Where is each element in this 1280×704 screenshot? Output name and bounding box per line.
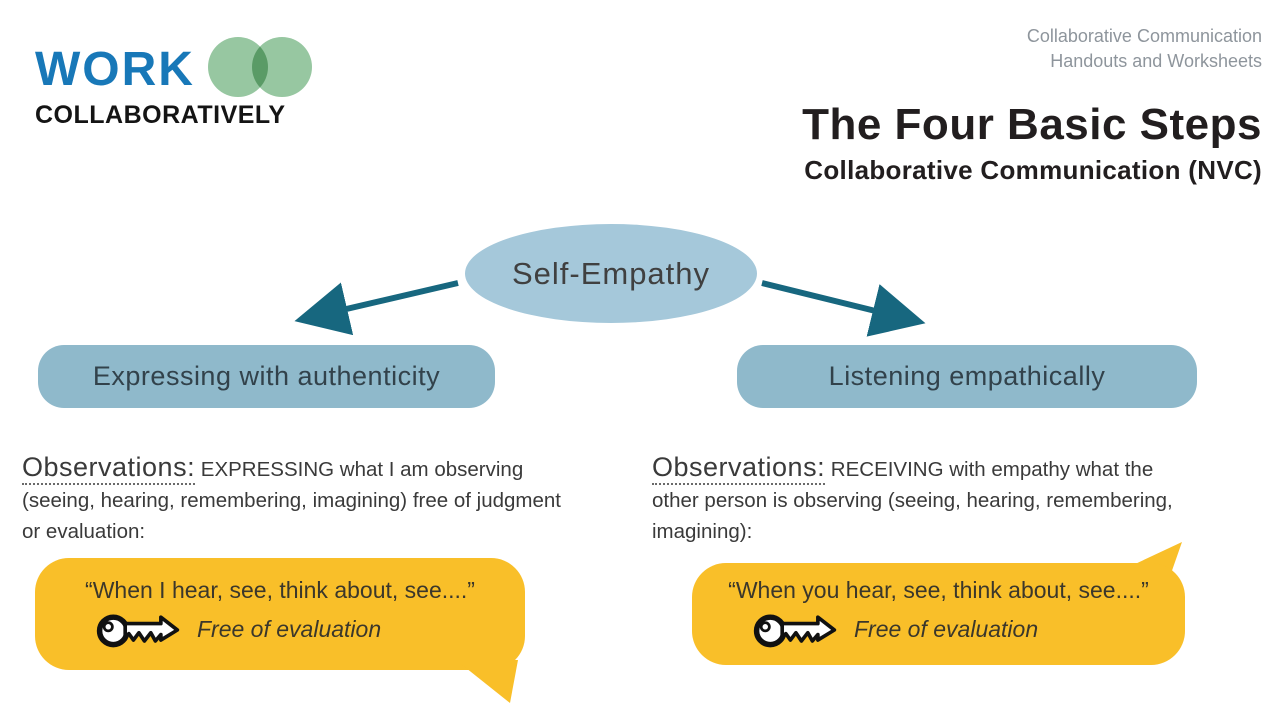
observations-right-text: RECEIVING with empathy what the other pe… bbox=[652, 458, 1173, 543]
observations-left-label: Observations: bbox=[22, 452, 196, 485]
right-bubble-note: Free of evaluation bbox=[854, 616, 1039, 642]
observations-right-label: Observations: bbox=[652, 452, 826, 485]
page-subtitle: Collaborative Communication (NVC) bbox=[804, 155, 1262, 185]
arrow-to-right-node bbox=[761, 280, 926, 337]
observations-left-paragraph: Observations: EXPRESSING what I am obser… bbox=[22, 452, 572, 547]
right-bubble-quote: “When you hear, see, think about, see...… bbox=[728, 576, 1149, 603]
self-empathy-node: Self-Empathy bbox=[465, 224, 757, 323]
left-bubble-note: Free of evaluation bbox=[197, 616, 382, 642]
self-empathy-label: Self-Empathy bbox=[511, 255, 711, 291]
header-line-2: Handouts and Worksheets bbox=[1050, 51, 1262, 71]
key-icon bbox=[753, 613, 837, 647]
left-bubble-quote: “When I hear, see, think about, see....” bbox=[85, 576, 475, 603]
work-collaboratively-logo: WORK COLLABORATIVELY bbox=[35, 37, 335, 130]
expressing-node: Expressing with authenticity bbox=[38, 345, 495, 408]
right-speech-bubble: “When you hear, see, think about, see...… bbox=[692, 563, 1185, 665]
left-speech-bubble: “When I hear, see, think about, see....”… bbox=[35, 558, 525, 670]
left-bubble-tail bbox=[456, 660, 518, 703]
expressing-label: Expressing with authenticity bbox=[92, 361, 441, 391]
observations-left-text: EXPRESSING what I am observing (seeing, … bbox=[22, 458, 561, 543]
listening-node: Listening empathically bbox=[737, 345, 1197, 408]
arrow-to-left-node bbox=[294, 280, 459, 336]
document-header: Collaborative Communication Handouts and… bbox=[1027, 24, 1262, 74]
header-line-1: Collaborative Communication bbox=[1026, 26, 1262, 46]
key-icon bbox=[96, 613, 180, 647]
overlapping-circles-icon bbox=[208, 37, 318, 99]
logo-word-work: WORK bbox=[35, 43, 195, 96]
observations-right-paragraph: Observations: RECEIVING with empathy wha… bbox=[652, 452, 1200, 547]
logo-word-collaboratively: COLLABORATIVELY bbox=[35, 101, 286, 129]
page-title: The Four Basic Steps bbox=[802, 100, 1262, 149]
listening-label: Listening empathically bbox=[828, 361, 1106, 391]
title-block: The Four Basic Steps Collaborative Commu… bbox=[802, 100, 1262, 186]
